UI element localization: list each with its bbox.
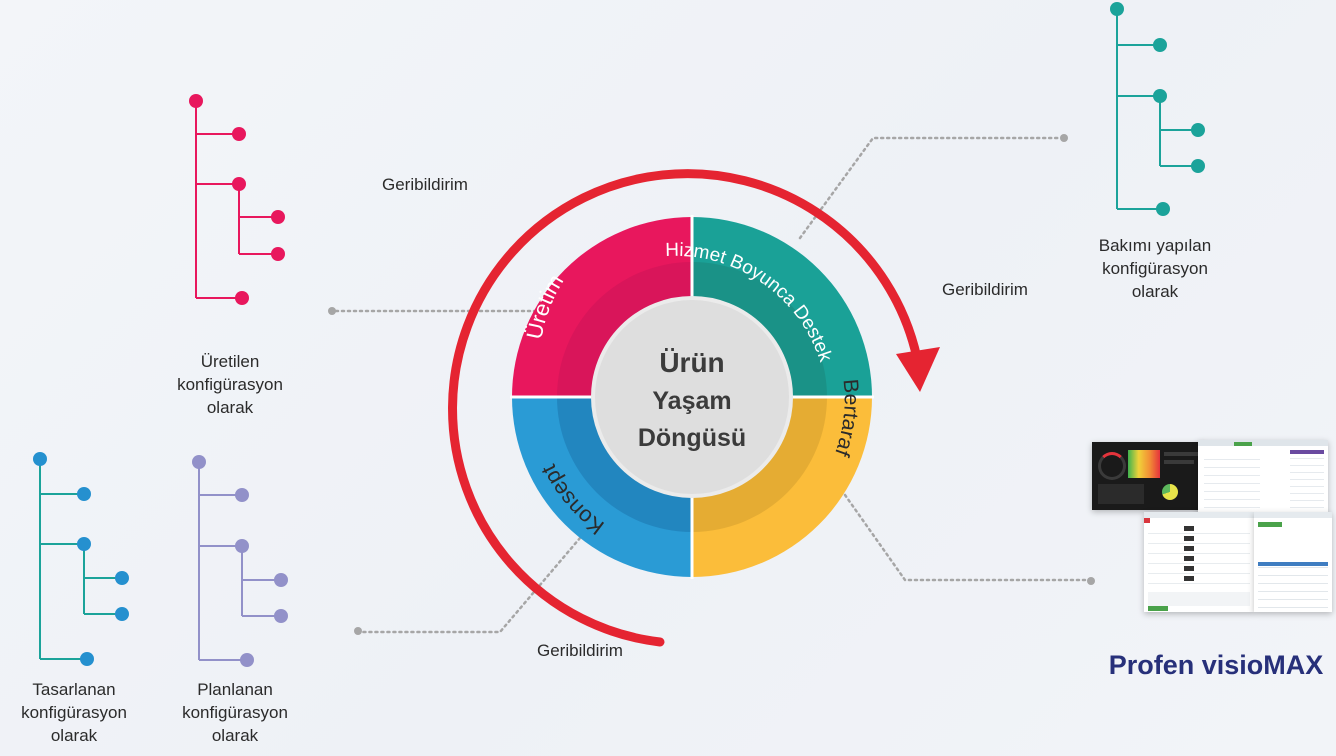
center-title-line3: Döngüsü bbox=[638, 424, 746, 452]
caption-planned-line1: Planlanan bbox=[197, 680, 273, 699]
feedback-label-top-left: Geribildirim bbox=[382, 175, 468, 194]
feedback-arrow bbox=[448, 169, 922, 647]
tree-produced-node bbox=[235, 291, 249, 305]
tree-planned-node bbox=[235, 539, 249, 553]
tree-maintained-node bbox=[1191, 159, 1205, 173]
tree-maintained-node bbox=[1153, 38, 1167, 52]
caption-designed-line1: Tasarlanan bbox=[32, 680, 116, 699]
brand-title: Profen visioMAX bbox=[1108, 650, 1324, 680]
connector-dot-production bbox=[328, 307, 336, 315]
feedback-label-bottom: Geribildirim bbox=[537, 641, 623, 660]
tree-designed-node bbox=[115, 607, 129, 621]
tree-produced-node bbox=[271, 210, 285, 224]
connector-dot-service bbox=[1060, 134, 1068, 142]
caption-designed: Tasarlanan konfigürasyon olarak bbox=[0, 678, 148, 747]
tree-designed-node bbox=[115, 571, 129, 585]
caption-produced-line3: olarak bbox=[206, 398, 254, 417]
caption-planned: Planlanan konfigürasyon olarak bbox=[160, 678, 310, 747]
tree-produced-node bbox=[232, 177, 246, 191]
caption-planned-line2: konfigürasyon bbox=[182, 703, 288, 722]
connector-disposal bbox=[843, 493, 1087, 582]
center-title-line1: Ürün bbox=[659, 347, 724, 378]
tree-produced-node bbox=[189, 94, 203, 108]
table-screenshot bbox=[1144, 512, 1254, 612]
feedback-label-right: Geribildirim bbox=[942, 280, 1028, 299]
connector-service bbox=[798, 136, 1062, 240]
caption-produced-line2: konfigürasyon bbox=[177, 375, 283, 394]
dashboard-screenshot bbox=[1092, 442, 1204, 510]
tree-planned-node bbox=[274, 573, 288, 587]
tree-designed-node bbox=[80, 652, 94, 666]
caption-maintained-line2: konfigürasyon bbox=[1102, 259, 1208, 278]
feedback-arrowhead bbox=[896, 347, 940, 392]
tree-designed-node bbox=[77, 537, 91, 551]
center-circle bbox=[591, 296, 793, 498]
caption-maintained: Bakımı yapılan konfigürasyon olarak bbox=[1065, 234, 1245, 303]
caption-maintained-line3: olarak bbox=[1131, 282, 1179, 301]
tree-planned-node bbox=[235, 488, 249, 502]
tree-planned-node bbox=[274, 609, 288, 623]
connector-dot-concept bbox=[354, 627, 362, 635]
caption-maintained-line1: Bakımı yapılan bbox=[1098, 236, 1212, 255]
tree-designed-node bbox=[77, 487, 91, 501]
tree-planned-node bbox=[192, 455, 206, 469]
tree-produced-node bbox=[271, 247, 285, 261]
tree-maintained-node bbox=[1153, 89, 1167, 103]
connector-dot-disposal bbox=[1087, 577, 1095, 585]
tree-maintained-node bbox=[1191, 123, 1205, 137]
detail-screenshot bbox=[1254, 512, 1332, 612]
list-screenshot bbox=[1198, 440, 1328, 514]
caption-planned-line3: olarak bbox=[211, 726, 259, 745]
caption-designed-line2: konfigürasyon bbox=[21, 703, 127, 722]
caption-produced: Üretilen konfigürasyon olarak bbox=[140, 350, 320, 419]
caption-designed-line3: olarak bbox=[50, 726, 98, 745]
tree-planned-node bbox=[240, 653, 254, 667]
caption-produced-line1: Üretilen bbox=[200, 352, 260, 371]
tree-maintained-node bbox=[1156, 202, 1170, 216]
tree-designed-node bbox=[33, 452, 47, 466]
connectors bbox=[334, 136, 1087, 634]
tree-maintained-node bbox=[1110, 2, 1124, 16]
connector-concept bbox=[360, 536, 582, 634]
center-title-line2: Yaşam bbox=[652, 387, 731, 415]
tree-produced-node bbox=[232, 127, 246, 141]
